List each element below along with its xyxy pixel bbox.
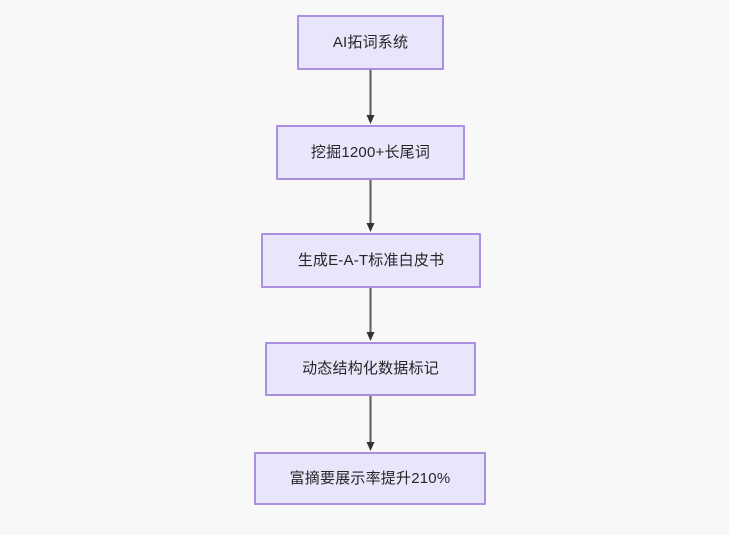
node-label: 富摘要展示率提升210% [289,469,451,487]
flowchart-node-ai-keyword-system[interactable]: AI拓词系统 [297,15,444,70]
node-label: AI拓词系统 [332,33,409,51]
node-label: 动态结构化数据标记 [302,360,439,377]
flowchart-node-rich-snippet-impression-lift[interactable]: 富摘要展示率提升210% [254,452,486,505]
flowchart-node-dynamic-structured-data-markup[interactable]: 动态结构化数据标记 [265,342,476,396]
node-label: 生成E-A-T标准白皮书 [297,251,445,269]
flowchart-node-mine-longtail-keywords[interactable]: 挖掘1200+长尾词 [276,125,465,180]
flowchart-node-generate-eat-whitepaper[interactable]: 生成E-A-T标准白皮书 [261,233,481,288]
node-label: 挖掘1200+长尾词 [310,143,431,161]
